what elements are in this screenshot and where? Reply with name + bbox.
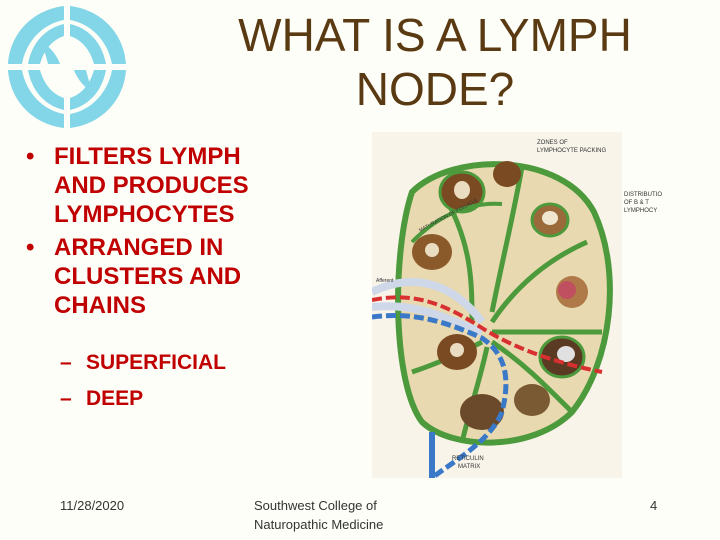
bullet-item: • FILTERS LYMPH AND PRODUCES LYMPHOCYTES <box>26 142 336 229</box>
figure-label-left: Afferent <box>376 278 394 284</box>
lymph-node-illustration: ZONES OF LYMPHOCYTE PACKING MATURATION O… <box>372 132 622 478</box>
title-line-1: WHAT IS A LYMPH <box>238 9 632 61</box>
bullet-line: CHAINS <box>54 292 147 319</box>
figure-label-top: ZONES OF <box>537 140 568 146</box>
slide-title: WHAT IS A LYMPH NODE? <box>150 8 720 116</box>
footer-date: 11/28/2020 <box>60 498 125 513</box>
dash-glyph: – <box>60 351 72 374</box>
title-line-2: NODE? <box>355 63 515 115</box>
figure-label-right: OF B & T <box>624 200 649 206</box>
sub-bullet-list: –SUPERFICIAL –DEEP <box>60 350 226 422</box>
sub-bullet-text: SUPERFICIAL <box>86 351 227 374</box>
bullet-line: ARRANGED IN <box>54 234 224 261</box>
bullet-line: FILTERS LYMPH <box>54 143 241 170</box>
figure-label-top: LYMPHOCYTE PACKING <box>537 148 606 154</box>
figure-label-right: LYMPHOCY <box>624 208 657 214</box>
bullet-list: • FILTERS LYMPH AND PRODUCES LYMPHOCYTES… <box>26 142 336 324</box>
footer-org-line: Southwest College of <box>254 498 377 513</box>
bullet-dot: • <box>26 143 35 170</box>
bullet-dot: • <box>26 234 35 261</box>
slide-number: 4 <box>650 498 658 513</box>
sub-bullet-item: –SUPERFICIAL <box>60 350 226 376</box>
figure-label-bottom: MATRIX <box>458 464 480 470</box>
figure-right-labels: DISTRIBUTIO OF B & T LYMPHOCY <box>624 192 662 214</box>
figure-label-right: DISTRIBUTIO <box>624 192 662 198</box>
college-logo-icon <box>8 6 126 128</box>
bullet-item: • ARRANGED IN CLUSTERS AND CHAINS <box>26 233 336 320</box>
sub-bullet-text: DEEP <box>86 387 144 410</box>
footer-org-line: Naturopathic Medicine <box>254 517 384 532</box>
bullet-line: LYMPHOCYTES <box>54 201 235 228</box>
sub-bullet-item: –DEEP <box>60 386 226 412</box>
dash-glyph: – <box>60 387 72 410</box>
figure-label-bottom: RETICULIN <box>452 456 484 462</box>
bullet-line: CLUSTERS AND <box>54 263 242 290</box>
footer-organization: Southwest College of Naturopathic Medici… <box>254 496 424 534</box>
bullet-line: AND PRODUCES <box>54 172 249 199</box>
